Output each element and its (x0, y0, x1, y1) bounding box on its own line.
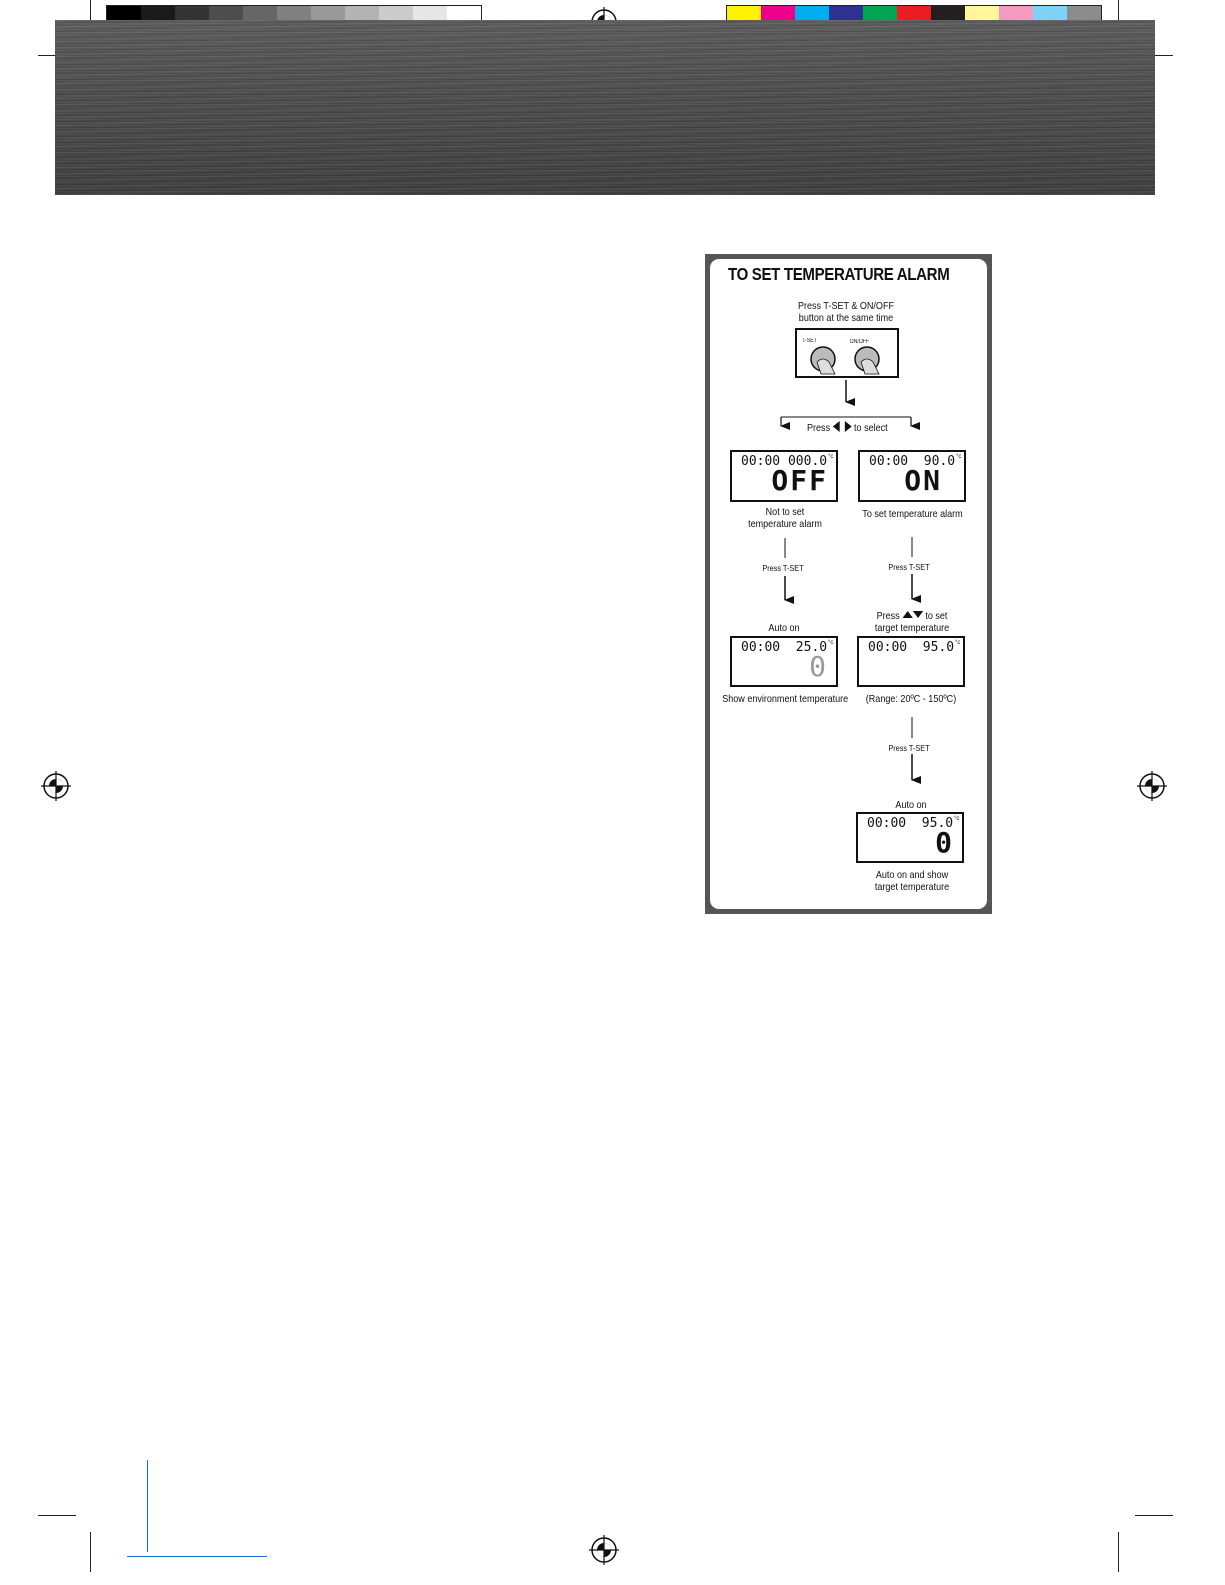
auto-on-label-right: Auto on (895, 799, 927, 811)
env-caption: Show environment temperature (722, 693, 849, 705)
lcd-time-value: 00:00 (741, 640, 781, 655)
off-caption-text: Not to set temperature alarm (748, 506, 822, 530)
lcd-temp-value: 25.0 (795, 640, 828, 655)
lcd-unit: °c (828, 640, 834, 646)
lcd-off-display: 00:00 000.0 °c OFF (730, 450, 838, 502)
lcd-time: 00:00 95.0 (868, 640, 954, 655)
lcd-big-text: OFF (771, 464, 828, 497)
flow-arrows (780, 380, 921, 784)
step1-text: Press T-SET & ON/OFF button at the same … (777, 300, 915, 324)
lcd-time-value: 00:00 (869, 454, 909, 469)
lcd-time: 00:00 90.0 (869, 454, 955, 469)
final-caption: Auto on and show target temperature (867, 869, 956, 893)
lcd-time-value: 00:00 (868, 640, 908, 655)
lcd-time: 00:00 25.0 (741, 640, 827, 655)
lcd-temp-value: 90.0 (923, 454, 956, 469)
registration-mark-icon (41, 771, 71, 801)
lcd-time-value: 00:00 (867, 816, 907, 831)
off-caption: Not to set temperature alarm (742, 506, 828, 530)
auto-on-label-left: Auto on (768, 622, 800, 634)
lcd-unit: °c (954, 816, 960, 822)
lcd-time: 00:00 000.0 (741, 454, 827, 469)
final-caption-text: Auto on and show target temperature (874, 869, 950, 893)
panel-title: TO SET TEMPERATURE ALARM (728, 264, 950, 284)
registration-mark-icon (1137, 771, 1167, 801)
lcd-final-display: 00:00 95.0 °c 0 (856, 812, 964, 863)
set-target-prefix: Press (876, 610, 900, 622)
lcd-big-text: 0 (809, 650, 828, 683)
step1-line: Press T-SET & ON/OFF button at the same … (797, 300, 894, 324)
onoff-button-label: ON/OFF (849, 339, 870, 345)
lcd-big-text: ON (904, 464, 942, 497)
lcd-target-display: 00:00 95.0 °c (857, 636, 965, 687)
header-band (55, 20, 1155, 195)
lcd-on-display: 00:00 90.0 °c ON (858, 450, 966, 502)
set-target-instruction: Press to set target temperature (866, 610, 959, 634)
lcd-unit: °c (828, 454, 834, 460)
registration-mark-icon (589, 1535, 619, 1565)
press-tset-right: Press T-SET (888, 562, 930, 572)
press-tset-left: Press T-SET (762, 563, 804, 573)
crop-mark (1118, 0, 1119, 38)
range-caption: (Range: 20ºC - 150ºC) (865, 693, 957, 705)
set-target-line2: target temperature (874, 622, 950, 634)
on-caption: To set temperature alarm (862, 508, 963, 520)
lcd-environment-display: 00:00 25.0 °c 0 (730, 636, 838, 687)
lcd-unit: °c (956, 454, 962, 460)
select-suffix: to select (854, 422, 888, 434)
crop-mark (38, 1515, 76, 1516)
crop-mark (90, 0, 91, 38)
lcd-temp-value: 000.0 (787, 454, 828, 469)
margin-guide-line (127, 1556, 267, 1557)
press-tset-final: Press T-SET (888, 743, 930, 753)
lcd-temp-value: 95.0 (921, 816, 954, 831)
buttons-illustration (795, 328, 899, 378)
crop-mark (1118, 1532, 1119, 1572)
up-down-arrows-icon (902, 611, 923, 618)
crop-mark (90, 1532, 91, 1572)
left-right-arrows-icon (832, 421, 852, 432)
lcd-temp-value: 95.0 (922, 640, 955, 655)
margin-guide-line (147, 1460, 148, 1552)
tset-button-label: T-SET (802, 338, 817, 344)
lcd-time: 00:00 95.0 (867, 816, 953, 831)
select-prefix: Press (807, 422, 831, 434)
lcd-big-text: 0 (935, 826, 954, 859)
crop-mark (1135, 1515, 1173, 1516)
lcd-time-value: 00:00 (741, 454, 781, 469)
set-target-suffix: to set (925, 610, 948, 622)
lcd-unit: °c (955, 640, 961, 646)
select-instruction: Press to select (807, 421, 893, 434)
